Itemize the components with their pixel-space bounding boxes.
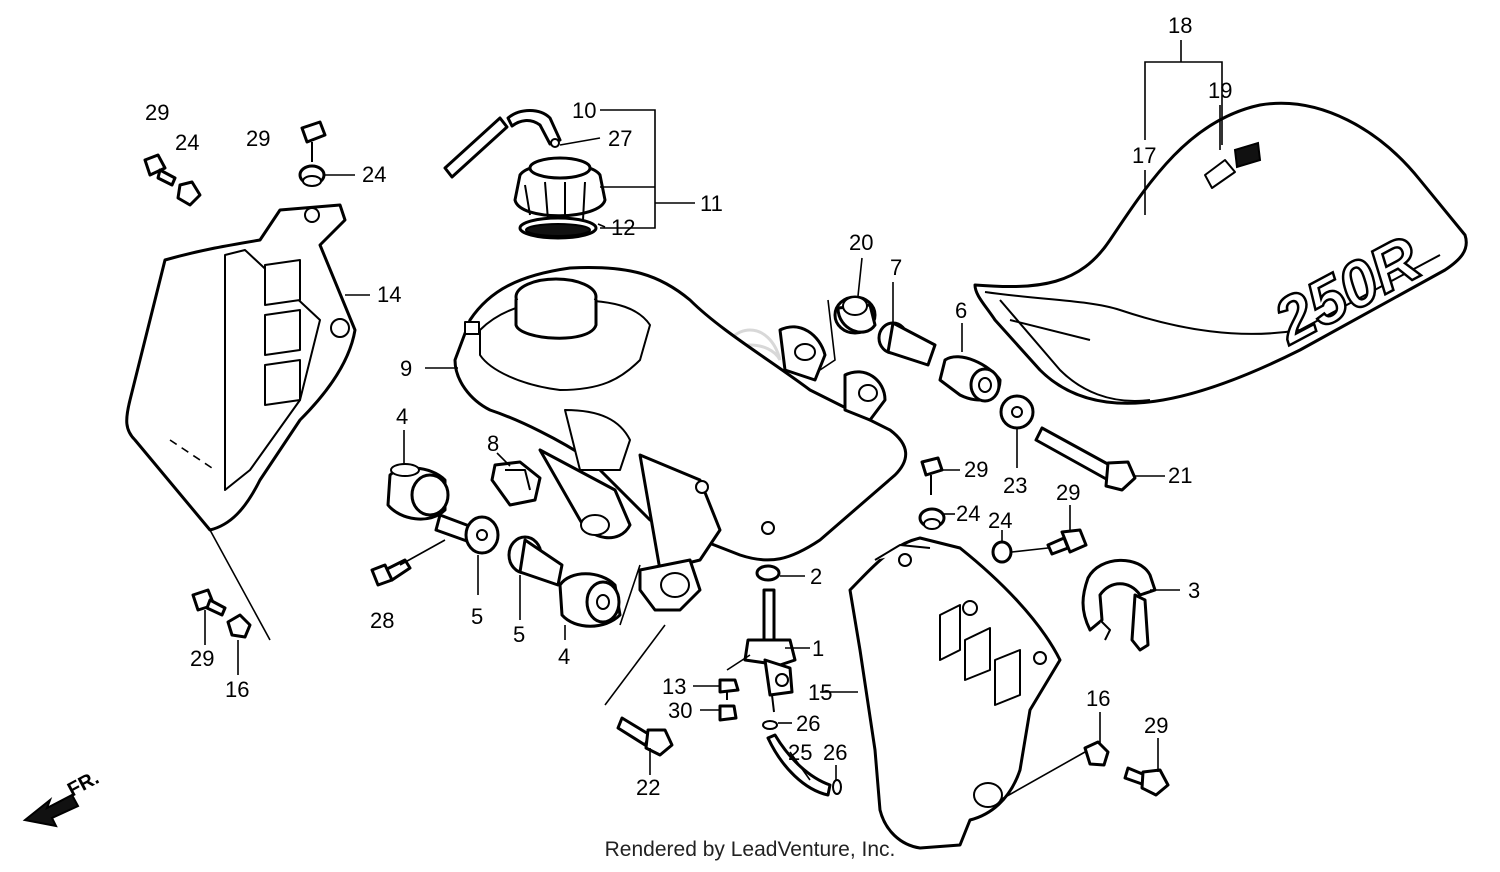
- callout-25: 25: [788, 740, 812, 765]
- collar-5-upper[interactable]: [434, 513, 500, 555]
- bolt-29-lower-right[interactable]: [1123, 766, 1170, 797]
- callout-8: 8: [487, 431, 499, 456]
- callout-29-lower-left: 29: [190, 646, 214, 671]
- callout-9: 9: [400, 356, 412, 381]
- callout-24-mid: 24: [956, 501, 980, 526]
- callout-16-lower-left: 16: [225, 677, 249, 702]
- grommet-16-lower-right[interactable]: [1083, 740, 1110, 767]
- callout-21: 21: [1168, 463, 1192, 488]
- callout-4-lower: 4: [558, 644, 570, 669]
- bolt-21[interactable]: [1034, 426, 1137, 492]
- callout-11: 11: [700, 191, 723, 216]
- footer-credit: Rendered by LeadVenture, Inc.: [604, 838, 896, 861]
- callout-24-top: 24: [362, 162, 386, 187]
- mount-collar-20[interactable]: [833, 295, 877, 335]
- clip-26-lower[interactable]: [832, 779, 842, 795]
- bolt-29-top-left[interactable]: [143, 153, 177, 187]
- seat-tag: [1233, 141, 1262, 169]
- callout-12: 12: [611, 215, 635, 240]
- callout-14: 14: [377, 282, 401, 307]
- front-direction-marker: FR.: [22, 767, 103, 828]
- bolt-29-mid[interactable]: [920, 456, 944, 495]
- callout-22: 22: [636, 775, 660, 800]
- o-ring-2[interactable]: [755, 564, 781, 582]
- callout-2: 2: [810, 564, 822, 589]
- callout-29-mid: 29: [964, 457, 988, 482]
- clip-26-upper[interactable]: [762, 720, 778, 730]
- right-side-cover[interactable]: [125, 203, 357, 532]
- callout-27: 27: [608, 126, 632, 151]
- bolt-29-right[interactable]: [1046, 528, 1088, 556]
- tank-mount-bracket: [638, 558, 702, 612]
- callout-20: 20: [849, 230, 873, 255]
- washer-23[interactable]: [999, 394, 1035, 430]
- callout-28: 28: [370, 608, 394, 633]
- callout-29-top: 29: [246, 126, 270, 151]
- fuel-tank[interactable]: [453, 266, 908, 572]
- callout-5-upper: 5: [471, 604, 483, 629]
- callout-3: 3: [1188, 578, 1200, 603]
- grommet-24-right[interactable]: [991, 540, 1013, 564]
- grommet-24-mid[interactable]: [918, 507, 946, 530]
- callout-30: 30: [668, 698, 692, 723]
- grommet-16-lower-left[interactable]: [226, 613, 252, 639]
- callout-18: 18: [1168, 13, 1192, 38]
- callout-labels: 18 19 17 29 24 29 24 10 27 11 12 14 20 7…: [145, 13, 1232, 800]
- seat[interactable]: 250R: [973, 101, 1468, 405]
- callout-13: 13: [662, 674, 686, 699]
- fuel-valve-1[interactable]: [743, 588, 797, 713]
- screw-13[interactable]: [718, 678, 740, 700]
- rubber-cushion-4-lower[interactable]: [558, 572, 622, 628]
- filler-cap[interactable]: [443, 109, 607, 240]
- washer-30[interactable]: [718, 704, 738, 722]
- callout-5-lower: 5: [513, 622, 525, 647]
- callout-6: 6: [955, 298, 967, 323]
- callout-29-top-left: 29: [145, 100, 169, 125]
- guard-3[interactable]: [1081, 558, 1157, 652]
- callout-10: 10: [572, 98, 596, 123]
- callout-15: 15: [808, 680, 832, 705]
- callout-7: 7: [890, 255, 902, 280]
- mount-collar-7[interactable]: [877, 321, 937, 367]
- callout-16-lower-right: 16: [1086, 686, 1110, 711]
- callout-17: 17: [1132, 143, 1156, 168]
- callout-29-right: 29: [1056, 480, 1080, 505]
- callout-26-lower: 26: [823, 740, 847, 765]
- bolt-22[interactable]: [616, 716, 674, 757]
- bolt-29-lower-left[interactable]: [191, 588, 227, 617]
- callout-24-right: 24: [988, 508, 1012, 533]
- grommet-24-top[interactable]: [298, 164, 326, 187]
- callout-29-lower-right: 29: [1144, 713, 1168, 738]
- rubber-cushion-4-upper[interactable]: [386, 463, 450, 521]
- callout-4-upper: 4: [396, 404, 408, 429]
- rubber-cushion-6[interactable]: [938, 355, 1002, 403]
- bracket-8[interactable]: [490, 460, 542, 507]
- arrow-icon: [22, 793, 80, 828]
- bolt-29-top[interactable]: [300, 120, 327, 162]
- fuel-tube-25[interactable]: [766, 733, 832, 797]
- callout-1: 1: [812, 636, 824, 661]
- callout-24-top-left: 24: [175, 130, 199, 155]
- callout-19: 19: [1208, 78, 1232, 103]
- collar-5-lower[interactable]: [507, 535, 564, 587]
- leader-lines: [204, 40, 1223, 801]
- grommet-24-top-left[interactable]: [176, 180, 202, 207]
- bolt-28[interactable]: [370, 558, 412, 587]
- left-side-cover[interactable]: [848, 536, 1062, 850]
- callout-23: 23: [1003, 473, 1027, 498]
- callout-26-upper: 26: [796, 711, 820, 736]
